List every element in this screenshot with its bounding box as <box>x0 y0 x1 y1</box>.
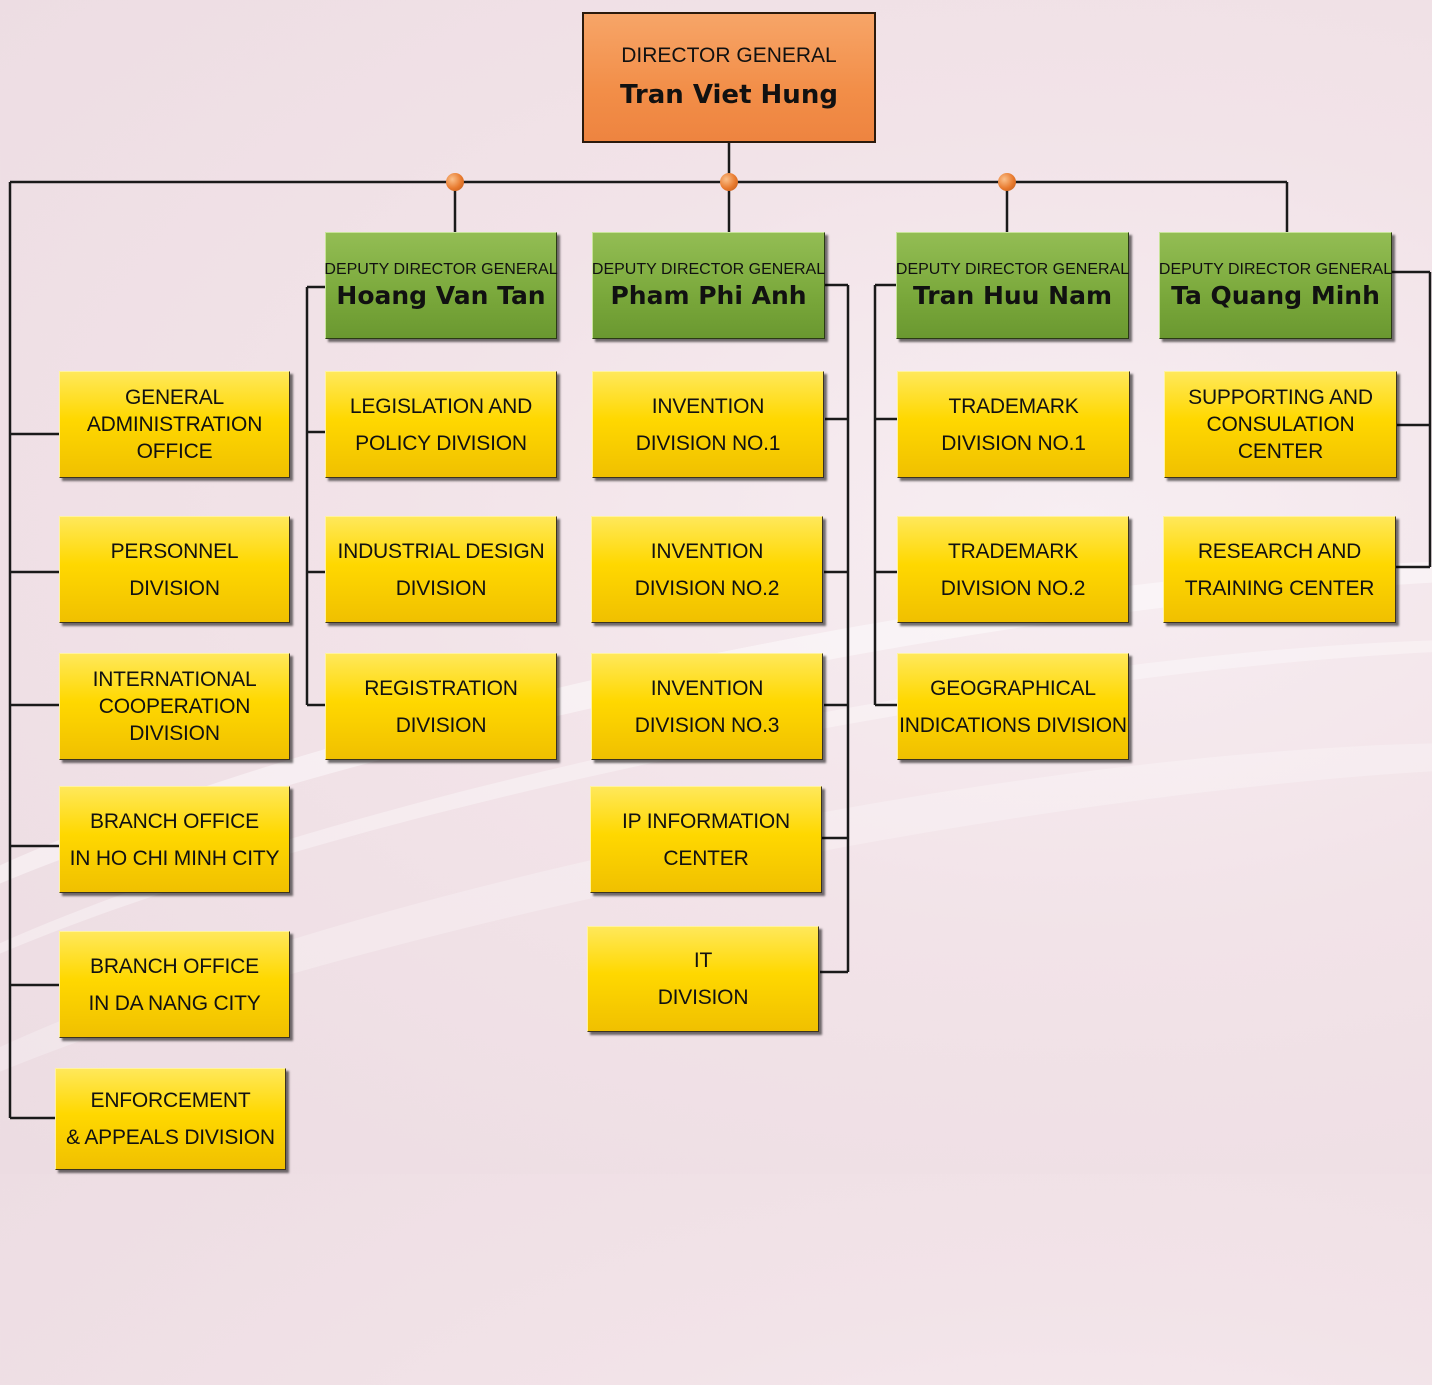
unit-label: TRADEMARK <box>948 394 1079 418</box>
unit-legislation-policy-division: LEGISLATION AND POLICY DIVISION <box>325 371 557 478</box>
junction-dot <box>446 173 464 191</box>
unit-trademark-division-1: TRADEMARK DIVISION NO.1 <box>897 371 1130 478</box>
unit-it-division: IT DIVISION <box>587 926 819 1032</box>
unit-label: ENFORCEMENT <box>90 1089 251 1112</box>
unit-international-cooperation-division: INTERNATIONAL COOPERATION DIVISION <box>59 653 290 760</box>
unit-branch-office-da-nang: BRANCH OFFICE IN DA NANG CITY <box>59 931 290 1038</box>
unit-trademark-division-2: TRADEMARK DIVISION NO.2 <box>897 516 1129 623</box>
unit-industrial-design-division: INDUSTRIAL DESIGN DIVISION <box>325 516 557 623</box>
unit-label: DIVISION NO.1 <box>635 431 781 455</box>
deputy-role: DEPUTY DIRECTOR GENERAL <box>324 260 558 278</box>
deputy-box-hoang-van-tan: DEPUTY DIRECTOR GENERAL Hoang Van Tan <box>324 232 558 339</box>
unit-label: DIVISION <box>657 986 749 1009</box>
unit-label: GENERAL <box>125 386 224 409</box>
unit-label: GEOGRAPHICAL <box>930 676 1096 700</box>
unit-label: BRANCH OFFICE <box>90 954 259 978</box>
unit-label: DIVISION NO.2 <box>940 576 1086 600</box>
unit-label: CENTER <box>1237 440 1324 463</box>
junction-dot <box>720 173 738 191</box>
unit-label: COOPERATION <box>98 695 251 718</box>
unit-supporting-consulation-center: SUPPORTING AND CONSULATION CENTER <box>1164 371 1397 478</box>
unit-label: PERSONNEL <box>110 539 239 563</box>
unit-label: DIVISION <box>395 713 487 737</box>
director-name: Tran Viet Hung <box>620 79 838 110</box>
deputy-role: DEPUTY DIRECTOR GENERAL <box>1158 260 1393 278</box>
unit-label: IP INFORMATION <box>622 809 790 833</box>
unit-label: RESEARCH AND <box>1197 539 1362 563</box>
deputy-name: Tran Huu Nam <box>912 280 1113 310</box>
unit-registration-division: REGISTRATION DIVISION <box>325 653 557 760</box>
unit-invention-division-3: INVENTION DIVISION NO.3 <box>591 653 823 760</box>
unit-label: DIVISION <box>129 576 220 600</box>
unit-label: INVENTION <box>650 676 764 700</box>
unit-label: INTERNATIONAL <box>92 668 257 691</box>
unit-label: INDICATIONS DIVISION <box>899 713 1127 737</box>
unit-label: SUPPORTING AND <box>1188 386 1373 409</box>
deputy-name: Ta Quang Minh <box>1171 280 1380 310</box>
director-role: DIRECTOR GENERAL <box>621 43 837 67</box>
unit-label: DIVISION NO.2 <box>634 576 780 600</box>
unit-label: POLICY DIVISION <box>355 431 527 455</box>
deputy-box-ta-quang-minh: DEPUTY DIRECTOR GENERAL Ta Quang Minh <box>1159 232 1392 339</box>
unit-label: TRADEMARK <box>947 539 1079 563</box>
unit-label: CONSULATION <box>1206 413 1355 436</box>
unit-label: & APPEALS DIVISION <box>66 1126 275 1149</box>
deputy-name: Pham Phi Anh <box>610 280 807 310</box>
unit-branch-office-ho-chi-minh: BRANCH OFFICE IN HO CHI MINH CITY <box>59 786 290 893</box>
unit-label: DIVISION NO.3 <box>634 713 780 737</box>
deputy-box-tran-huu-nam: DEPUTY DIRECTOR GENERAL Tran Huu Nam <box>896 232 1129 339</box>
unit-label: DIVISION <box>129 722 220 745</box>
unit-label: IN HO CHI MINH CITY <box>69 846 280 870</box>
unit-label: ADMINISTRATION <box>86 413 263 436</box>
unit-research-training-center: RESEARCH AND TRAINING CENTER <box>1163 516 1396 623</box>
deputy-role: DEPUTY DIRECTOR GENERAL <box>895 260 1130 278</box>
unit-label: DIVISION <box>395 576 487 600</box>
unit-label: IT <box>693 949 713 972</box>
unit-label: INVENTION <box>651 394 765 418</box>
unit-label: DIVISION NO.1 <box>941 431 1086 455</box>
unit-label: LEGISLATION AND <box>349 394 533 418</box>
unit-label: IN DA NANG CITY <box>88 991 261 1015</box>
unit-ip-information-center: IP INFORMATION CENTER <box>590 786 822 893</box>
connector-lines <box>8 143 1432 1120</box>
unit-enforcement-appeals-division: ENFORCEMENT & APPEALS DIVISION <box>55 1068 286 1170</box>
unit-label: BRANCH OFFICE <box>90 809 259 833</box>
unit-general-administration-office: GENERAL ADMINISTRATION OFFICE <box>59 371 290 478</box>
junction-dot <box>998 173 1016 191</box>
unit-label: REGISTRATION <box>364 676 518 700</box>
unit-label: INVENTION <box>650 539 764 563</box>
unit-label: CENTER <box>663 846 749 870</box>
unit-personnel-division: PERSONNEL DIVISION <box>59 516 290 623</box>
unit-label: OFFICE <box>136 440 213 463</box>
deputy-name: Hoang Van Tan <box>336 280 546 310</box>
unit-invention-division-2: INVENTION DIVISION NO.2 <box>591 516 823 623</box>
unit-label: TRAINING CENTER <box>1184 576 1375 600</box>
deputy-box-pham-phi-anh: DEPUTY DIRECTOR GENERAL Pham Phi Anh <box>592 232 825 339</box>
unit-geographical-indications-division: GEOGRAPHICAL INDICATIONS DIVISION <box>897 653 1129 760</box>
deputy-role: DEPUTY DIRECTOR GENERAL <box>591 260 826 278</box>
unit-label: INDUSTRIAL DESIGN <box>337 539 545 563</box>
director-general-box: DIRECTOR GENERAL Tran Viet Hung <box>582 12 876 143</box>
unit-invention-division-1: INVENTION DIVISION NO.1 <box>592 371 824 478</box>
